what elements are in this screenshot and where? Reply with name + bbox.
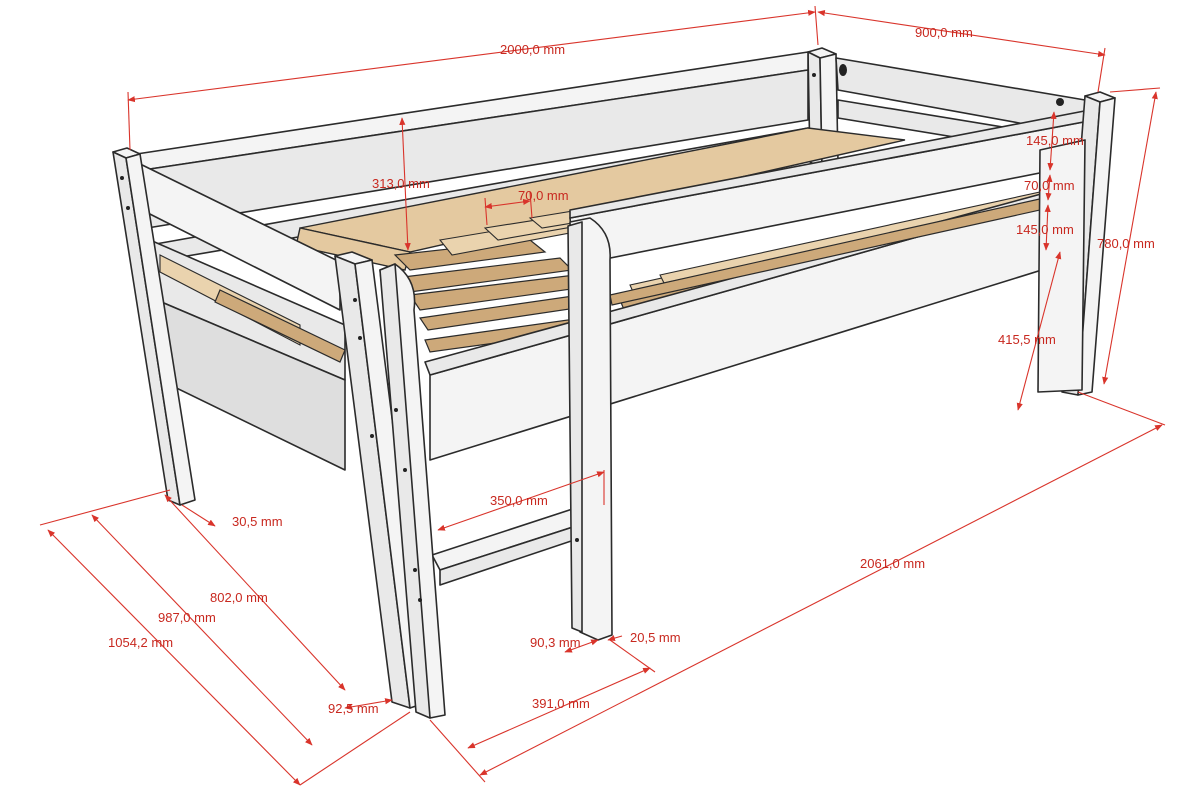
dim-slat-width: 70,0 mm [518, 188, 569, 203]
dim-length-top: 2000,0 mm [500, 42, 565, 57]
dim-total-height: 780,0 mm [1097, 236, 1155, 251]
dimension-labels: 2000,0 mm 900,0 mm 313,0 mm 70,0 mm 145,… [108, 25, 1155, 716]
dim-underside-height: 415,5 mm [998, 332, 1056, 347]
dim-leg-depth: 92,5 mm [328, 701, 379, 716]
dim-ladder-width: 350,0 mm [490, 493, 548, 508]
foot-end-panel [131, 159, 346, 471]
dim-ladder-post-depth: 90,3 mm [530, 635, 581, 650]
back-left-post [112, 147, 196, 506]
dimension-lines [39, 5, 1166, 786]
plywood-board [295, 127, 906, 271]
dim-guard-upper: 145,0 mm [1026, 133, 1084, 148]
dim-ladder-position: 391,0 mm [532, 696, 590, 711]
dim-rail-height: 313,0 mm [372, 176, 430, 191]
dim-ladder-post-width: 20,5 mm [630, 630, 681, 645]
dim-inner-width: 802,0 mm [210, 590, 268, 605]
dim-width-mid: 987,0 mm [158, 610, 216, 625]
dim-guard-gap: 70,0 mm [1024, 178, 1075, 193]
dim-width-top: 900,0 mm [915, 25, 973, 40]
dim-guard-lower: 145,0 mm [1016, 222, 1074, 237]
dim-total-length: 2061,0 mm [860, 556, 925, 571]
dim-leg-offset: 30,5 mm [232, 514, 283, 529]
ladder-left-post [379, 263, 446, 719]
dim-width-total: 1054,2 mm [108, 635, 173, 650]
